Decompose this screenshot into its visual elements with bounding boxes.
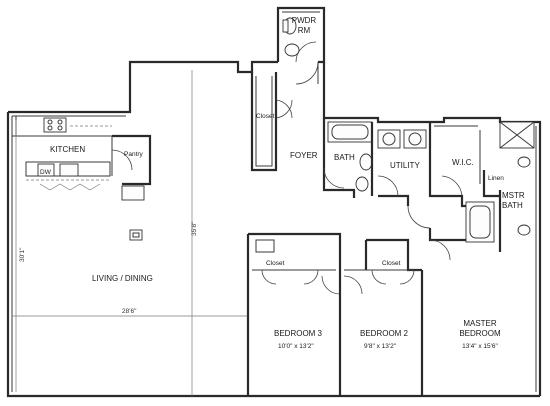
dishwasher-label: DW bbox=[40, 169, 52, 176]
bedroom3-size: 10'0" x 13'2" bbox=[278, 343, 314, 350]
bedrooms bbox=[246, 228, 466, 396]
bath-label: BATH bbox=[334, 153, 355, 162]
living-dining bbox=[12, 70, 248, 396]
utility-label: UTILITY bbox=[390, 161, 420, 170]
bedroom3-label: BEDROOM 3 bbox=[274, 329, 323, 338]
wic-label: W.I.C. bbox=[452, 158, 474, 167]
sink-icon bbox=[359, 153, 373, 171]
linen-label: Linen bbox=[488, 175, 504, 182]
dimension-left: 30'1" bbox=[19, 247, 26, 262]
master-bedroom-label-1: MASTER bbox=[463, 319, 497, 328]
walk-in-closet bbox=[407, 125, 481, 229]
kitchen-label: KITCHEN bbox=[50, 145, 85, 154]
room-labels: PWDR RM KITCHEN Pantry DW Closet FOYER B… bbox=[40, 16, 525, 350]
pantry-label: Pantry bbox=[124, 151, 144, 158]
powder-room-label-2: RM bbox=[298, 26, 311, 35]
master-bath-label-1: MSTR bbox=[502, 191, 525, 200]
range-icon bbox=[43, 117, 67, 133]
utility bbox=[377, 122, 442, 206]
dryer-icon bbox=[403, 129, 427, 149]
hall-bath bbox=[322, 118, 374, 198]
sink-icon bbox=[284, 43, 300, 57]
toilet-icon bbox=[355, 176, 369, 192]
exterior-walls bbox=[6, 6, 542, 398]
dishwasher-icon bbox=[37, 163, 55, 177]
bedroom3-closet-label: Closet bbox=[266, 260, 285, 267]
sink-icon bbox=[59, 163, 79, 177]
sink-icon bbox=[517, 224, 531, 236]
washer-icon bbox=[377, 129, 401, 149]
foyer bbox=[250, 61, 319, 172]
bedroom2-label: BEDROOM 2 bbox=[360, 329, 409, 338]
powder-room bbox=[282, 17, 317, 63]
refrigerator-icon bbox=[121, 185, 145, 201]
living-dining-label: LIVING / DINING bbox=[92, 274, 153, 283]
powder-room-label-1: PWDR bbox=[292, 16, 317, 25]
bedroom2-closet-label: Closet bbox=[382, 260, 401, 267]
fireplace-icon bbox=[129, 229, 143, 241]
master-bath bbox=[465, 121, 535, 252]
foyer-label: FOYER bbox=[290, 151, 318, 160]
dimension-living-width: 28'6" bbox=[122, 308, 137, 315]
sink-icon bbox=[517, 156, 531, 168]
master-bedroom-size: 13'4" x 15'6" bbox=[462, 343, 498, 350]
foyer-closet-label: Closet bbox=[256, 113, 275, 120]
dimension-center: 35'8" bbox=[191, 221, 198, 236]
master-bath-label-2: BATH bbox=[502, 201, 523, 210]
kitchen bbox=[12, 116, 152, 201]
dimension-labels: 30'1" 35'8" 28'6" bbox=[19, 221, 198, 315]
bedroom2-size: 9'8" x 13'2" bbox=[364, 343, 397, 350]
master-bedroom-label-2: BEDROOM bbox=[459, 329, 501, 338]
